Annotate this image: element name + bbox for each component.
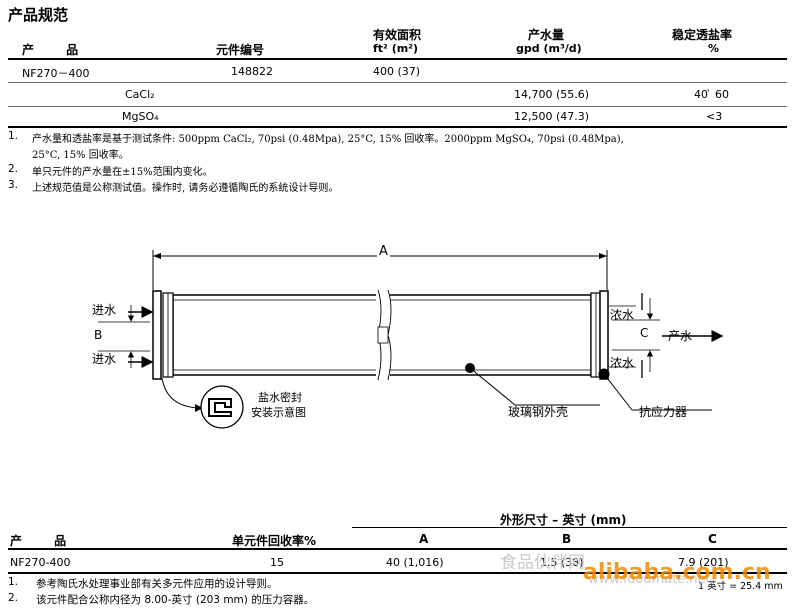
- spec-row-area: 400 (37): [373, 65, 421, 78]
- spec-table-bottom-rule: [8, 126, 787, 128]
- feed-label-bottom: 进水: [92, 352, 117, 366]
- spec-row-rule: [8, 106, 787, 107]
- spec-note: 上述规范值是公称测试值。操作时, 请务必遵循陶氏的系统设计导则。: [32, 183, 339, 194]
- spec-header-flow-unit: gpd (m³/d): [516, 42, 582, 55]
- break-box: [377, 326, 389, 344]
- watermark-cn: 食品伙伴网: [500, 553, 585, 573]
- anti-telescoping-label: 抗应力器: [639, 405, 688, 419]
- spec-row-cacl2: CaCl₂: [125, 88, 155, 101]
- spec-row-mgso4: MgSO₄: [122, 110, 159, 123]
- spec-row-part-number: 148822: [231, 65, 273, 78]
- feed-label-top: 进水: [92, 303, 117, 317]
- dim-row-b: 1.5 (38): [540, 556, 584, 569]
- brine-seal-leader: [161, 377, 203, 412]
- concentrate-label-bottom: 浓水: [610, 356, 635, 370]
- dim-note: 参考陶氏水处理事业部有关多元件应用的设计导则。: [36, 578, 278, 590]
- right-end-ring: [590, 292, 601, 378]
- spec-note: 25°C, 15% 回收率。: [32, 150, 129, 161]
- spec-header-area: 有效面积: [373, 28, 422, 42]
- dimension-a-label: A: [377, 244, 390, 259]
- spec-header-rule: [8, 58, 787, 60]
- brine-seal-profile: [208, 398, 232, 417]
- spec-header-part-number: 元件编号: [216, 43, 265, 57]
- dim-header-recovery: 单元件回收率%: [232, 534, 317, 548]
- dim-header-b: B: [562, 532, 572, 546]
- dim-note: 该元件配合公称内径为 8.00-英寸 (203 mm) 的压力容器。: [36, 594, 315, 606]
- dim-group-rule: [352, 527, 787, 528]
- left-end-cap: [152, 290, 162, 380]
- dim-note-number: 2.: [8, 592, 19, 604]
- spec-note: 单只元件的产水量在±15%范围内变化。: [32, 167, 213, 178]
- dimension-b-label: B: [94, 328, 103, 342]
- dim-header-a: A: [419, 532, 429, 546]
- right-end-cap: [599, 290, 609, 380]
- dim-table-bottom-rule: [8, 572, 787, 574]
- spec-note: 产水量和透盐率是基于测试条件: 500ppm CaCl₂, 70psi (0.4…: [32, 134, 624, 145]
- permeate-label: 产水: [668, 329, 693, 343]
- spec-header-area-unit: ft² (m²): [373, 42, 419, 55]
- unit-conversion: 1 英寸 = 25.4 mm: [698, 581, 783, 592]
- fiberglass-shell-label: 玻璃钢外壳: [508, 405, 569, 419]
- dim-row-a: 40 (1,016): [386, 556, 444, 569]
- dim-row-recovery: 15: [270, 556, 284, 569]
- watermark-brand: alibaba.com.cn: [583, 560, 771, 585]
- watermark-url: www.foodmate.net: [588, 572, 711, 587]
- dim-note-number: 1.: [8, 576, 19, 588]
- spec-row-mgso4-rejection: <3: [706, 110, 723, 123]
- dim-group-header: 外形尺寸 – 英寸 (mm): [500, 513, 627, 527]
- dim-header-rule: [8, 548, 787, 550]
- brine-seal-label-2: 安装示意图: [251, 406, 306, 419]
- spec-row-rule: [8, 82, 787, 83]
- spec-note-number: 2.: [8, 163, 19, 175]
- spec-row-mgso4-flow: 12,500 (47.3): [514, 110, 590, 123]
- dim-row-product: NF270-400: [10, 556, 71, 569]
- dim-header-c: C: [708, 532, 717, 546]
- page-title: 产品规范: [8, 6, 69, 24]
- spec-header-flow: 产水量: [528, 28, 565, 42]
- spec-note-number: 3.: [8, 179, 19, 191]
- dim-row-c: 7.9 (201): [678, 556, 729, 569]
- spec-row-cacl2-flow: 14,700 (55.6): [514, 88, 590, 101]
- spec-header-rejection: 稳定透盐率: [672, 28, 733, 42]
- spec-row-product: NF270－400: [22, 67, 90, 80]
- spec-header-product: 产 品: [22, 43, 93, 57]
- brine-seal-label: 盐水密封: [258, 391, 302, 404]
- spec-row-cacl2-rejection: 40 ̀ 60: [694, 88, 729, 101]
- dimension-c-label: C: [640, 326, 649, 340]
- concentrate-label-top: 浓水: [610, 308, 635, 322]
- dim-header-product: 产 品: [10, 534, 81, 548]
- brine-seal-detail-circle: [200, 385, 244, 429]
- spec-note-number: 1.: [8, 130, 19, 142]
- spec-header-rejection-unit: %: [708, 42, 720, 55]
